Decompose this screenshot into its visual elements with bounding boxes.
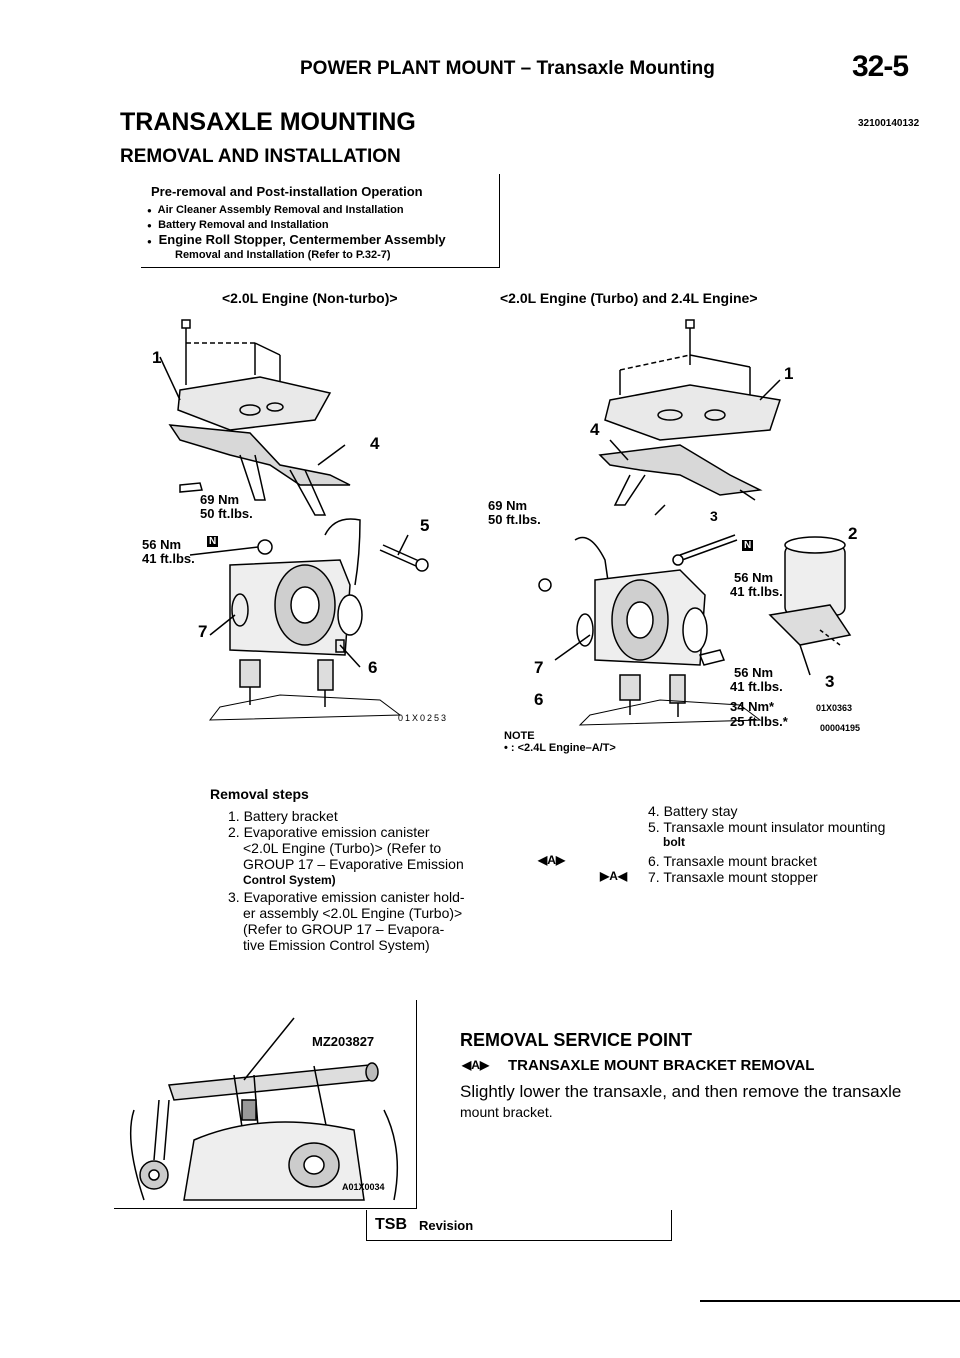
- callout-7: 7: [534, 658, 544, 677]
- torque-label: 69 Nm: [200, 492, 240, 507]
- torque-label: 41 ft.lbs.: [142, 551, 195, 566]
- callout-4: 4: [590, 420, 600, 439]
- special-tool-figure: MZ203827 A01X0034: [114, 1000, 417, 1209]
- divider: [700, 1300, 960, 1302]
- special-tool-illustration: [129, 1017, 399, 1201]
- tsb-revision-box: TSB Revision: [366, 1210, 672, 1241]
- callout-3: 3: [825, 672, 835, 691]
- n-mark-icon: N: [207, 536, 219, 547]
- removal-step: Control System): [243, 873, 336, 887]
- service-text: mount bracket.: [460, 1104, 553, 1120]
- removal-step: er assembly <2.0L Engine (Turbo)>: [243, 905, 463, 921]
- pre-removal-item: ● Air Cleaner Assembly Removal and Insta…: [147, 204, 404, 216]
- torque-label: 34 Nm*: [730, 699, 775, 714]
- pre-removal-item: ● Battery Removal and Installation: [147, 219, 329, 231]
- callout-2: 2: [848, 524, 858, 543]
- removal-step: 4. Battery stay: [648, 803, 738, 819]
- section-title: TRANSAXLE MOUNTING: [120, 108, 416, 136]
- torque-label: 69 Nm: [488, 498, 528, 513]
- left-mount-diagram: [159, 319, 429, 721]
- removal-step: 3. Evaporative emission canister hold-: [228, 889, 465, 905]
- tool-label: MZ203827: [312, 1034, 375, 1049]
- removal-step: 7. Transaxle mount stopper: [648, 869, 818, 885]
- note-label: NOTE: [504, 730, 535, 742]
- callout-5: 5: [420, 516, 430, 535]
- removal-step: (Refer to GROUP 17 – Evapora-: [243, 921, 445, 937]
- service-marker-a: ▶A◀: [600, 869, 628, 883]
- note-text: • : <2.4L Engine–A/T>: [504, 742, 616, 754]
- figure-code: 00004195: [820, 723, 861, 733]
- callout-4: 4: [370, 434, 380, 453]
- torque-label: 56 Nm: [734, 570, 774, 585]
- removal-step: 5. Transaxle mount insulator mounting: [648, 819, 886, 835]
- torque-label: 50 ft.lbs.: [200, 506, 253, 521]
- torque-label: 50 ft.lbs.: [488, 512, 541, 527]
- bullet-icon: ●: [147, 221, 152, 230]
- removal-step: bolt: [663, 835, 685, 849]
- service-text: Slightly lower the transaxle, and then r…: [460, 1082, 902, 1101]
- n-mark-icon: N: [742, 540, 754, 551]
- figure-code: 01X0363: [816, 703, 853, 713]
- torque-label: 41 ft.lbs.: [730, 679, 783, 694]
- removal-step: 6. Transaxle mount bracket: [648, 853, 817, 869]
- torque-label: 41 ft.lbs.: [730, 584, 783, 599]
- service-point-heading: REMOVAL SERVICE POINT: [460, 1030, 693, 1050]
- callout-6: 6: [534, 690, 544, 709]
- revision-label: Revision: [419, 1218, 474, 1233]
- removal-step: 2. Evaporative emission canister: [228, 824, 430, 840]
- removal-steps-heading: Removal steps: [210, 786, 309, 802]
- removal-step: GROUP 17 – Evaporative Emission: [243, 856, 464, 872]
- service-subheading: TRANSAXLE MOUNT BRACKET REMOVAL: [508, 1057, 815, 1074]
- callout-1: 1: [784, 364, 794, 383]
- torque-label: 25 ft.lbs.*: [730, 714, 788, 729]
- service-marker-a: ◀A▶: [462, 1058, 490, 1072]
- section-subtitle: REMOVAL AND INSTALLATION: [120, 146, 401, 167]
- tsb-label: TSB: [375, 1216, 407, 1233]
- callout-6: 6: [368, 658, 378, 677]
- pre-removal-item: ● Engine Roll Stopper, Centermember Asse…: [147, 232, 446, 247]
- service-marker-a: ◀A▶: [538, 853, 566, 867]
- callout-3: 3: [710, 508, 718, 524]
- pre-removal-heading: Pre-removal and Post-installation Operat…: [151, 184, 423, 199]
- pre-removal-item-cont: Removal and Installation (Refer to P.32-…: [175, 249, 391, 261]
- section-code: 32100140132: [858, 118, 920, 129]
- torque-label: 56 Nm: [142, 537, 182, 552]
- running-head: POWER PLANT MOUNT – Transaxle Mounting: [300, 58, 715, 79]
- right-figure-heading: <2.0L Engine (Turbo) and 2.4L Engine>: [500, 290, 758, 306]
- page-number: 32-5: [852, 50, 909, 83]
- removal-step: <2.0L Engine (Turbo)> (Refer to: [243, 840, 442, 856]
- figure-code: 01X0253: [398, 713, 449, 723]
- callout-7: 7: [198, 622, 208, 641]
- callout-1: 1: [152, 348, 162, 367]
- figure-code: A01X0034: [342, 1182, 385, 1192]
- torque-label: 56 Nm: [734, 665, 774, 680]
- bullet-icon: ●: [147, 237, 152, 246]
- bullet-icon: ●: [147, 206, 152, 215]
- pre-removal-box: Pre-removal and Post-installation Operat…: [141, 174, 500, 268]
- left-figure-heading: <2.0L Engine (Non-turbo)>: [222, 290, 398, 306]
- removal-step: tive Emission Control System): [243, 937, 430, 953]
- right-mount-diagram: [538, 319, 852, 726]
- removal-step: 1. Battery bracket: [228, 808, 338, 824]
